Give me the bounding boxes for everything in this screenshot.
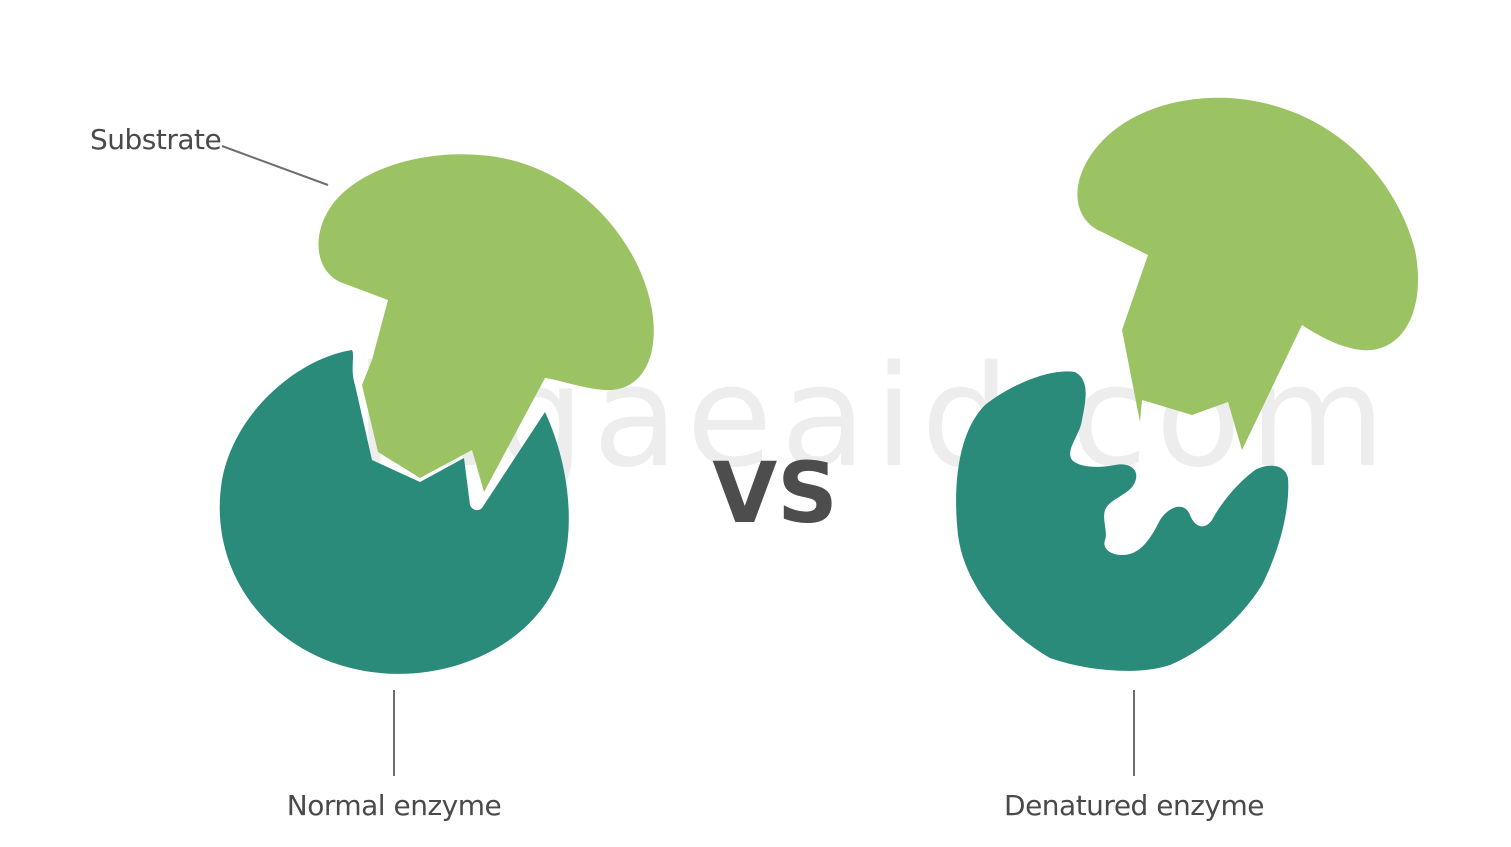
denatured-enzyme-group [956, 371, 1289, 671]
denatured-enzyme-shape [956, 371, 1289, 671]
normal-enzyme-shape [219, 350, 569, 674]
normal-substrate-group [318, 154, 654, 492]
normal-enzyme-label: Normal enzyme [287, 789, 501, 822]
versus-label: VS [712, 444, 838, 542]
denatured-enzyme-label: Denatured enzyme [1004, 789, 1264, 822]
substrate-leader-line [221, 145, 329, 186]
substrate-shape [318, 154, 654, 492]
detached-substrate-shape [1077, 97, 1419, 450]
normal-enzyme-group [219, 350, 569, 674]
denatured-substrate-group [1077, 97, 1419, 450]
substrate-label: Substrate [90, 123, 221, 156]
